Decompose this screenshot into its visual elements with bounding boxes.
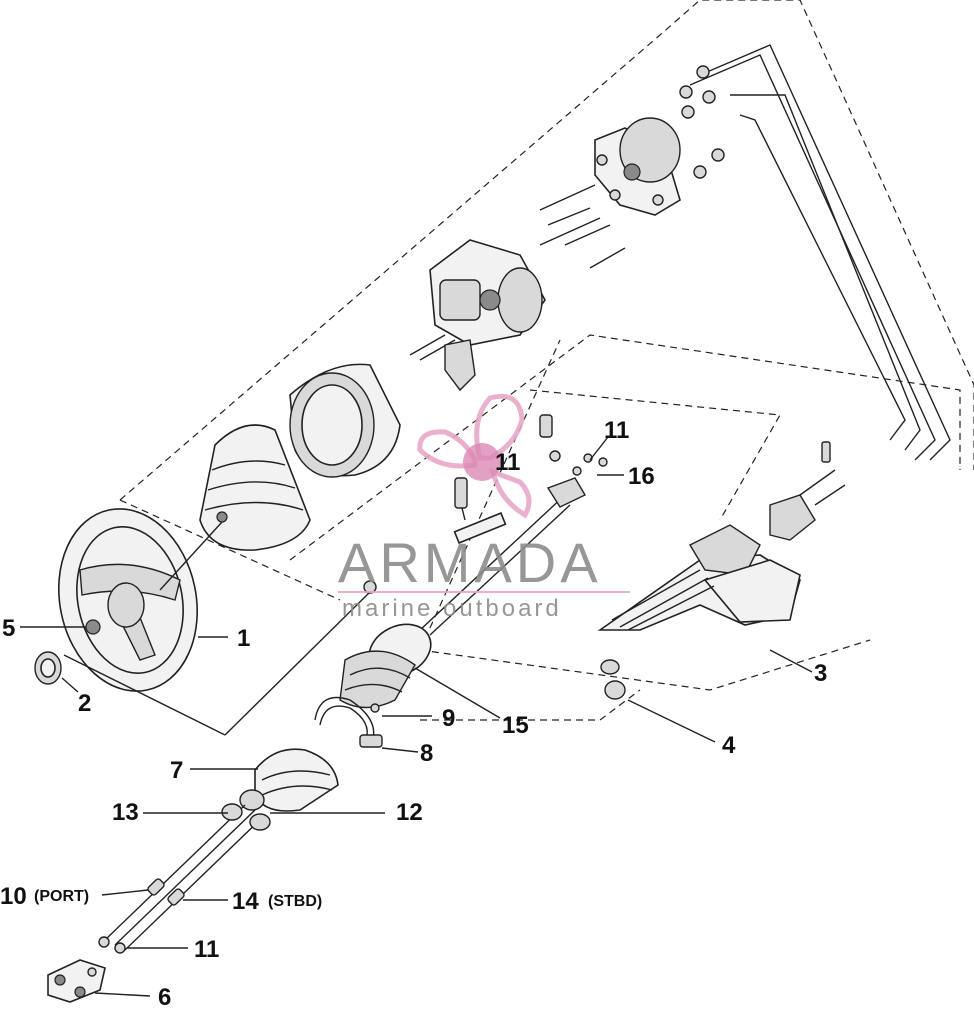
nut-2 bbox=[34, 651, 62, 685]
nuts-top bbox=[679, 65, 725, 179]
bolts-top bbox=[539, 184, 626, 269]
label-8: 8 bbox=[420, 740, 433, 767]
cable-assembly bbox=[98, 803, 271, 954]
label-2: 2 bbox=[78, 690, 91, 717]
boot-7 bbox=[239, 748, 339, 812]
label-14: 14 bbox=[232, 888, 259, 915]
label-10: 10 bbox=[0, 883, 27, 910]
side-mount-control-unit bbox=[597, 441, 846, 631]
label-15: 15 bbox=[502, 712, 529, 739]
label-3: 3 bbox=[814, 660, 827, 687]
part-labels: 1 2 3 4 5 6 7 8 9 10 (PORT) 11 11 11 12 … bbox=[0, 417, 827, 1009]
control-cable-lines bbox=[689, 44, 951, 461]
label-14-note: (STBD) bbox=[268, 893, 322, 910]
watermark-tagline: marine outboard bbox=[342, 595, 562, 622]
label-9: 9 bbox=[442, 705, 455, 732]
wheel-guide-lines bbox=[63, 521, 373, 736]
propeller-logo-icon bbox=[417, 393, 532, 519]
mounting-bracket bbox=[594, 117, 681, 216]
armada-watermark: ARMADA marine outboard bbox=[338, 393, 630, 622]
centre-rods bbox=[363, 414, 608, 636]
assembly-outline-lines bbox=[119, 0, 974, 721]
label-4: 4 bbox=[722, 732, 736, 759]
label-11-middle: 11 bbox=[495, 449, 520, 476]
control-head-mechanism bbox=[409, 239, 546, 392]
label-16: 16 bbox=[628, 463, 655, 490]
boot-15 bbox=[339, 623, 432, 709]
leader-lines bbox=[20, 436, 813, 997]
label-13: 13 bbox=[112, 799, 139, 826]
label-11-bottom: 11 bbox=[194, 936, 219, 963]
label-6: 6 bbox=[158, 984, 171, 1009]
label-5: 5 bbox=[2, 615, 15, 642]
label-12: 12 bbox=[396, 799, 423, 826]
label-7: 7 bbox=[170, 757, 183, 784]
housing-cover bbox=[289, 363, 401, 478]
label-10-note: (PORT) bbox=[34, 888, 89, 905]
label-11-top: 11 bbox=[604, 417, 629, 444]
steering-wheel bbox=[57, 508, 199, 692]
bellows-boot bbox=[199, 424, 311, 551]
watermark-brand: ARMADA bbox=[338, 531, 602, 594]
label-1: 1 bbox=[237, 625, 250, 652]
nuts-4 bbox=[600, 659, 626, 700]
clamp-8 bbox=[314, 696, 383, 748]
connector-6 bbox=[47, 959, 106, 1003]
